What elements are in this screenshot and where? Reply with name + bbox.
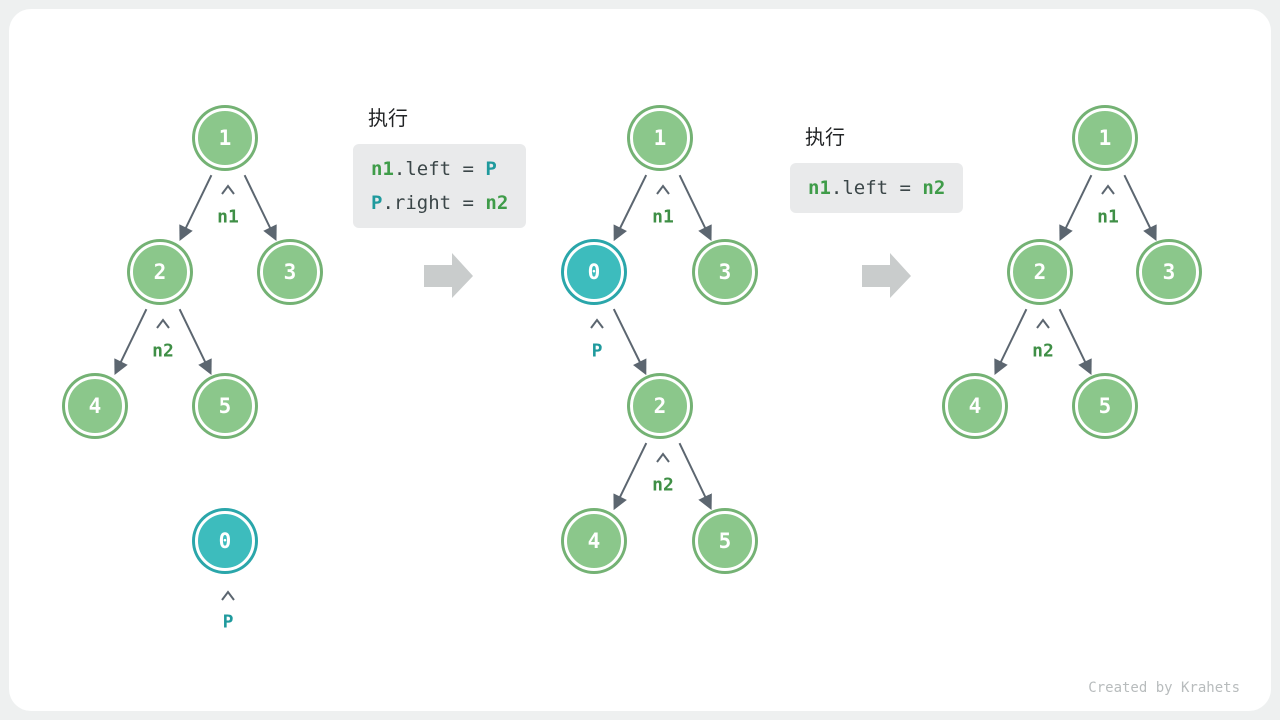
- code-keyword: n2: [922, 177, 946, 199]
- pointer-label-p: P: [222, 611, 234, 633]
- code-keyword: n1: [808, 177, 831, 199]
- execute-title-2: 执行: [805, 125, 845, 149]
- watermark: Created by Krahets: [1088, 680, 1240, 696]
- code-line: n1.left = n2: [808, 171, 945, 205]
- tree-node: 3: [260, 242, 320, 302]
- code-block-1: n1.left = P P.right = n2: [353, 144, 527, 228]
- pointer-label-n2: n2: [652, 474, 674, 496]
- execute-title-1: 执行: [368, 106, 408, 130]
- tree-node: 4: [65, 376, 125, 436]
- pointer-label-n1: n1: [1097, 206, 1119, 228]
- code-text: .left =: [393, 158, 486, 180]
- code-block-2: n1.left = n2: [790, 163, 964, 213]
- pointer-label-n1: n1: [217, 206, 239, 228]
- tree-node: 4: [564, 511, 624, 571]
- code-keyword: n2: [485, 192, 509, 214]
- tree-node: 5: [1075, 376, 1135, 436]
- tree-node: 1: [630, 108, 690, 168]
- tree-node-p: 0: [195, 511, 255, 571]
- code-text: .right =: [382, 192, 486, 214]
- pointer-label-n2: n2: [152, 340, 174, 362]
- tree-node: 1: [1075, 108, 1135, 168]
- code-line: n1.left = P: [371, 152, 508, 186]
- tree-node: 5: [195, 376, 255, 436]
- tree-node: 2: [630, 376, 690, 436]
- code-line: P.right = n2: [371, 186, 508, 220]
- tree-node: 2: [1010, 242, 1070, 302]
- code-keyword: P: [371, 192, 383, 214]
- code-keyword: P: [485, 158, 497, 180]
- tree-node: 3: [1139, 242, 1199, 302]
- pointer-label-n2: n2: [1032, 340, 1054, 362]
- tree-node-p: 0: [564, 242, 624, 302]
- code-text: .left =: [830, 177, 923, 199]
- tree-node: 5: [695, 511, 755, 571]
- code-keyword: n1: [371, 158, 394, 180]
- tree-node: 2: [130, 242, 190, 302]
- tree-node: 4: [945, 376, 1005, 436]
- pointer-label-p: P: [591, 340, 603, 362]
- pointer-label-n1: n1: [652, 206, 674, 228]
- tree-node: 1: [195, 108, 255, 168]
- tree-node: 3: [695, 242, 755, 302]
